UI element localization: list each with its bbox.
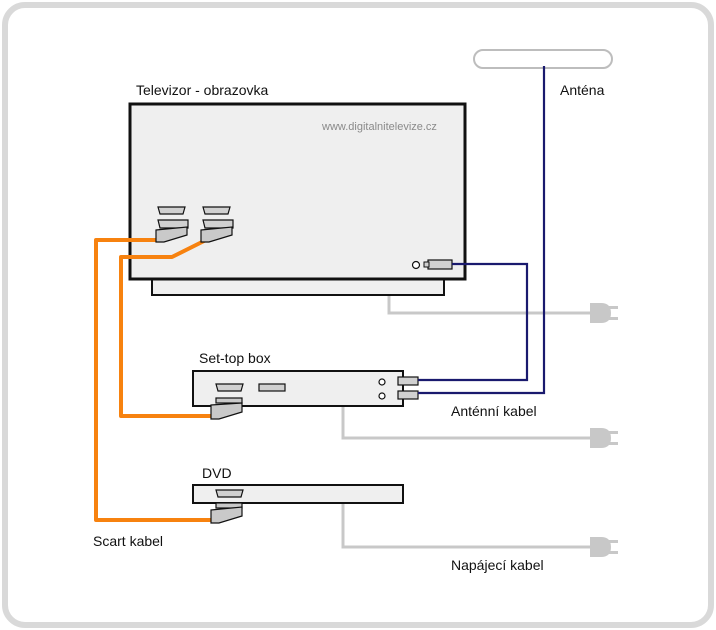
scart-cables: [94, 238, 214, 522]
settop-label: Set-top box: [199, 350, 271, 366]
settop-to-tv-scart-cable: [119, 238, 214, 418]
scart-plug-settop: [210, 397, 243, 420]
power-plug-dvd: [590, 537, 618, 557]
tv-stand: [151, 277, 445, 296]
tv-antenna-socket: [427, 259, 453, 270]
antenna-to-settop-cable: [418, 66, 546, 395]
dvd-scart-socket: [215, 489, 244, 498]
dvd-player: [192, 484, 404, 504]
antenna-cables: [418, 66, 546, 395]
dvd-label: DVD: [202, 465, 232, 481]
scart-cable-label: Scart kabel: [93, 533, 163, 549]
settop-antenna-in: [397, 376, 419, 386]
antenna: [473, 49, 613, 69]
tv-scart-socket-1: [157, 206, 189, 229]
settop-antenna-out: [397, 390, 419, 400]
settop-led-1: [378, 378, 386, 386]
settop-led-2: [378, 392, 386, 400]
power-plug-settop: [590, 428, 618, 448]
settop-power-cable: [341, 406, 592, 440]
settop-scart-socket: [215, 383, 244, 392]
power-cable-label: Napájecí kabel: [451, 557, 544, 573]
tv-label: Televizor - obrazovka: [136, 82, 268, 98]
watermark: www.digitalnitelevize.cz: [321, 121, 437, 133]
tv-scart-socket-2: [202, 206, 234, 229]
power-plug-tv: [590, 303, 618, 323]
scart-plug-tv-1: [155, 226, 188, 243]
scart-plug-dvd: [210, 502, 243, 524]
dvd-to-tv-scart-cable: [94, 238, 214, 522]
antenna-label: Anténa: [560, 82, 605, 98]
antenna-cable-label: Anténní kabel: [451, 403, 537, 419]
tv-indicator-dot: [411, 260, 421, 270]
settop-display: [258, 383, 286, 392]
scart-plug-tv-2: [200, 226, 233, 243]
dvd-power-cable: [341, 503, 592, 549]
settop-to-tv-antenna-cable: [418, 262, 529, 382]
